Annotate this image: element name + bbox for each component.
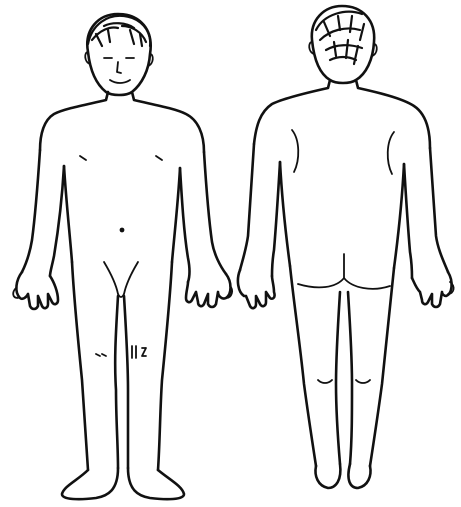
back-torso <box>254 80 430 174</box>
front-right-arm <box>180 152 232 307</box>
front-head <box>85 14 153 95</box>
back-right-arm <box>404 148 454 307</box>
front-left-arm <box>13 150 64 309</box>
back-head <box>309 6 377 83</box>
back-view-figure <box>238 6 454 488</box>
back-legs <box>280 162 404 488</box>
front-legs <box>62 166 184 499</box>
back-left-arm <box>238 144 280 308</box>
front-view-figure <box>13 14 232 499</box>
front-torso <box>40 92 204 232</box>
